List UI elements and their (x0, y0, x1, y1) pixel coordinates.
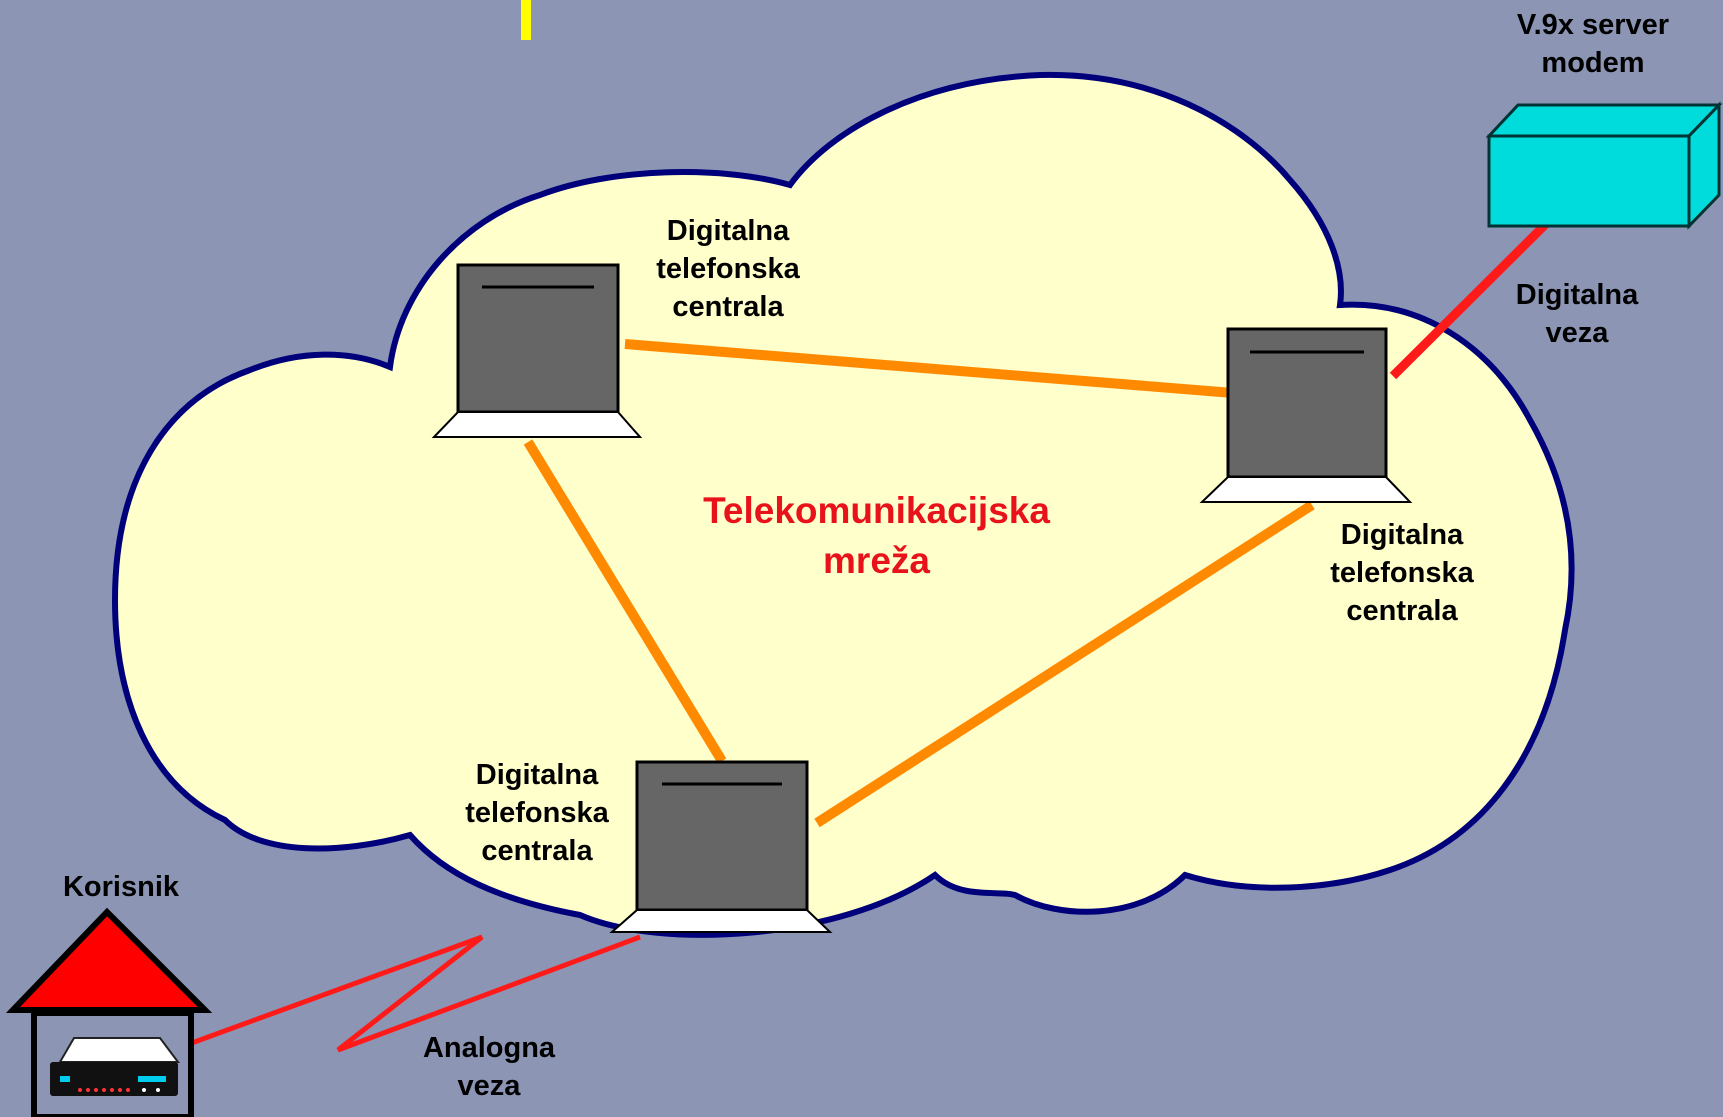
network-label: Telekomunikacijska mreža (703, 490, 1050, 581)
exchange-node-top-left (431, 263, 643, 438)
exchange-node-bottom (609, 760, 833, 933)
exchange-node-right (1199, 327, 1413, 503)
user-label: Korisnik (62, 871, 180, 903)
user-modem-icon (50, 1037, 180, 1096)
user-house (5, 907, 213, 1117)
exchange-label-right: Digitalna telefonska centrala (1330, 519, 1474, 627)
digital-link-label: Digitalna veza (1515, 279, 1639, 349)
trunk-left-bottom (523, 439, 727, 764)
server-modem-box (1485, 101, 1723, 230)
exchange-label-top-left: Digitalna telefonska centrala (656, 215, 800, 323)
exchange-label-bottom: Digitalna telefonska centrala (465, 759, 609, 867)
trunk-bottom-right (814, 500, 1315, 828)
title-fragment (521, 0, 531, 40)
analog-link-line (177, 934, 641, 1053)
analog-link-label: Analogna veza (422, 1032, 556, 1102)
trunk-left-right (624, 339, 1234, 398)
server-modem-label: V.9x server modem (1516, 9, 1670, 79)
house-roof (5, 907, 213, 1013)
